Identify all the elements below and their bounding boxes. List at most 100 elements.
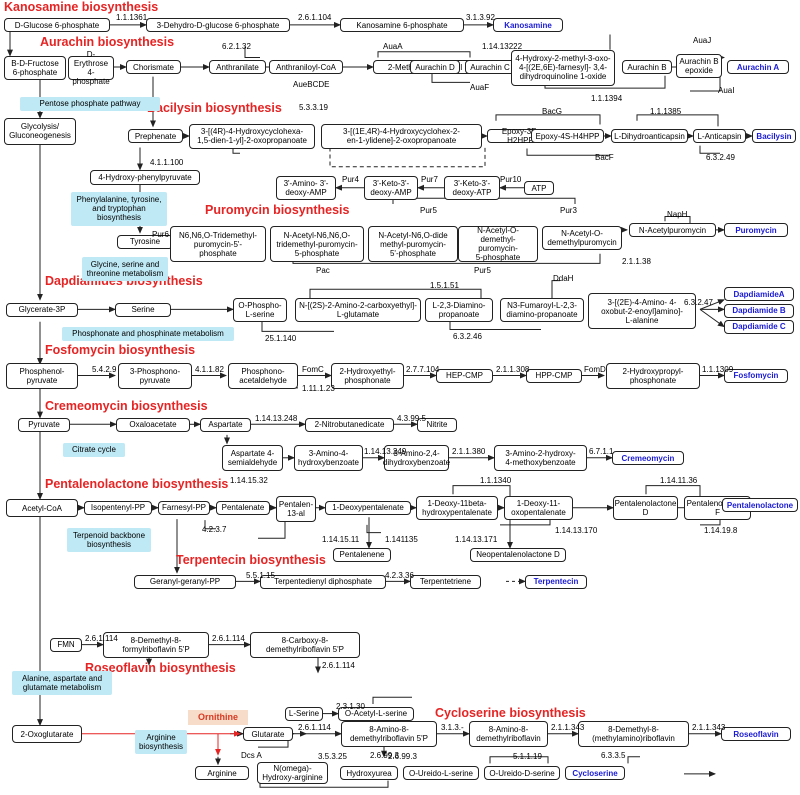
enzyme-label: 6.7.1.1 (589, 447, 614, 457)
compound-chorismate: Chorismate (126, 60, 181, 75)
compound-keto-atp: 3'-Keto-3'- deoxy-ATP (444, 176, 500, 201)
compound-carboxy-demethylriboflavin: 8-Carboxy-8- demethylriboflavin 5'P (250, 632, 360, 659)
enzyme-label: 1.1.1309 (702, 364, 734, 374)
compound-hydroxycyclohexa: 3-[(4R)-4-Hydroxycyclohexa- 1,5-dien-1-y… (189, 123, 315, 149)
title-cremeomycin: Cremeomycin biosynthesis (45, 399, 208, 414)
compound-deoxypentalenate: 1-Deoxypentalenate (325, 500, 411, 515)
compound-pentalen-13-al: Pentalen- 13-al (276, 496, 316, 523)
title-kanosamine: Kanosamine biosynthesis (4, 0, 159, 14)
enzyme-label: 25.1.140 (265, 334, 297, 344)
product-fosfomycin: Fosfomycin (724, 368, 788, 383)
title-bacilysin: Bacilysin biosynthesis (147, 100, 282, 115)
enzyme-label: 2.6.1.114 (322, 660, 355, 670)
enzyme-label: 4.3.99.5 (397, 413, 426, 423)
compound-o-ureido-d-serine: O-Ureido-D-serine (484, 766, 560, 781)
group-pentose-phosphate: Pentose phosphate pathway (20, 96, 160, 111)
product-roseoflavin: Roseoflavin (721, 727, 791, 741)
ornithine-highlight: Ornithine (188, 709, 248, 725)
compound-neopentalenolactone-d: Neopentalenolactone D (470, 547, 566, 562)
enzyme-label: AuaF (470, 83, 490, 93)
compound-deoxy-hydroxypentalenate: 1-Deoxy-11beta- hydroxypentalenate (416, 496, 498, 521)
enzyme-label: 2.6.1.114 (85, 634, 118, 644)
compound-erythrose-4p: D-Erythrose 4-phosphate (68, 50, 114, 86)
title-puromycin: Puromycin biosynthesis (205, 203, 350, 218)
compound-acetyl-demethylpuromycin: N-Acetyl-O- demethylpuromycin (542, 226, 622, 250)
group-terpenoid: Terpenoid backbone biosynthesis (67, 527, 151, 552)
compound-arginine: Arginine (195, 766, 249, 781)
title-pentalenolactone: Pentalenolactone biosynthesis (45, 477, 229, 491)
enzyme-label: 5.1.1.19 (513, 751, 542, 761)
compound-d-glucose-6p: D-Glucose 6-phosphate (4, 18, 110, 33)
compound-nitrosuccinate: 2-Nitrobutanedicate (305, 417, 394, 432)
compound-dihydroanticapsin: L-Dihydroanticapsin (611, 129, 688, 144)
compound-farnesyl-pp: Farnesyl-PP (158, 500, 210, 515)
product-terpentecin: Terpentecin (525, 574, 587, 589)
compound-terpentetriene: Terpentetriene (410, 574, 481, 589)
compound-aspartate: Aspartate (200, 417, 251, 432)
enzyme-label: Pur6 (152, 229, 169, 239)
compound-o-ureido-l-serine: O-Ureido-L-serine (403, 766, 479, 781)
compound-hpp-cmp: HPP-CMP (526, 368, 582, 383)
enzyme-label: FomC (302, 364, 324, 374)
enzyme-label: 1.14.11.36 (660, 476, 698, 485)
enzyme-label: Pur10 (500, 175, 522, 185)
enzyme-label: 1.1.1385 (650, 107, 682, 117)
compound-acetyl-tridemethyl: N-Acetyl-N6,N6,O- tridemethyl-puromycin-… (270, 226, 364, 262)
enzyme-label: Pur5 (474, 266, 491, 276)
product-bacilysin: Bacilysin (752, 129, 796, 144)
compound-aspartate-semialdehyde: Aspartate 4- semialdehyde (222, 445, 283, 472)
enzyme-label: 1.14.19.8 (704, 525, 738, 535)
product-cycloserine: Cycloserine (565, 766, 625, 781)
compound-pentalenene: Pentalenene (333, 547, 391, 562)
enzyme-label: 2.7.7.104 (406, 364, 440, 374)
product-kanosamine: Kanosamine (493, 18, 563, 33)
compound-dehydro-glucose-6p: 3-Dehydro-D-glucose 6-phosphate (146, 18, 290, 33)
enzyme-label: BacG (542, 107, 563, 117)
compound-fructose-6p: B-D-Fructose 6-phosphate (4, 55, 66, 80)
enzyme-label: 1.14.13.248 (255, 413, 298, 423)
enzyme-label: 5.5.1.15 (246, 570, 275, 580)
compound-amino-demethylriboflavin: 8-Amino-8- demethylriboflavin (469, 721, 548, 748)
product-puromycin: Puromycin (724, 223, 788, 238)
group-arginine: Arginine biosynthesis (135, 729, 187, 754)
compound-oxaloacetate: Oxaloacetate (116, 417, 190, 432)
enzyme-label: 4.2.3.36 (385, 570, 414, 580)
compound-serine: Serine (115, 302, 171, 317)
compound-acetylpuromycin: N-Acetylpuromycin (629, 223, 716, 238)
compound-acetyl-demethyl-5p: N-Acetyl-O- demethyl-puromycin- 5-phosph… (458, 226, 538, 262)
compound-aurachin-d: Aurachin D (410, 60, 460, 75)
compound-carboxyethyl-glutamate: N-[(2S)-2-Amino-2-carboxyethyl]- L-gluta… (295, 297, 421, 322)
group-phosphonate: Phosphonate and phosphinate metabolism (62, 326, 234, 341)
compound-oxoglutarate: 2-Oxoglutarate (12, 725, 82, 744)
enzyme-label: 4.2.3.7 (202, 524, 227, 534)
enzyme-label: 1.11.1.23 (302, 384, 335, 394)
compound-aurachin-c: Aurachin C (465, 60, 515, 75)
compound-nitrite: Nitrite (417, 417, 457, 432)
compound-deoxy-oxopentalenate: 1-Deoxy-11- oxopentalenate (504, 496, 573, 521)
enzyme-label: Pur4 (342, 175, 359, 185)
enzyme-label: 2.1.1.308 (496, 364, 530, 374)
product-aurachin-a: Aurachin A (727, 60, 789, 75)
compound-phosphonopyruvate: 3-Phosphono- pyruvate (118, 363, 192, 389)
enzyme-label: 1.14.13222 (482, 42, 523, 52)
group-aromatic-aa: Phenylalanine, tyrosine, and tryptophan … (71, 191, 167, 226)
compound-glycolysis: Glycolysis/ Gluconeogenesis (4, 117, 76, 145)
compound-l-serine: L-Serine (285, 706, 323, 721)
compound-fmn: FMN (50, 637, 82, 652)
product-cremeomycin: Cremeomycin (612, 451, 684, 466)
compound-keto-amp: 3'-Keto-3'- deoxy-AMP (364, 176, 418, 201)
compound-pyruvate: Pyruvate (18, 417, 70, 432)
enzyme-label: 3.5.3.25 (318, 751, 347, 761)
compound-pentalenolactone-d: Pentalenolactone D (613, 496, 678, 521)
compound-phosphonoacetaldehyde: Phosphono- acetaldehyde (228, 363, 298, 389)
title-roseoflavin: Roseoflavin biosynthesis (85, 660, 236, 675)
enzyme-label: Pur3 (560, 205, 577, 215)
compound-acetyl-didemethyl: N-Acetyl-N6,O-dide methyl-puromycin- 5'-… (368, 226, 458, 262)
compound-hydroxyphenylpyruvate: 4-Hydroxy-phenylpyruvate (90, 169, 200, 185)
enzyme-label: FomD (584, 364, 606, 374)
compound-anthraniloyl-coa: Anthraniloyl-CoA (269, 60, 343, 75)
compound-glutarate: Glutarate (243, 727, 293, 741)
enzyme-label: 6.3.2.49 (706, 153, 735, 163)
enzyme-label: AuaJ (693, 36, 712, 46)
